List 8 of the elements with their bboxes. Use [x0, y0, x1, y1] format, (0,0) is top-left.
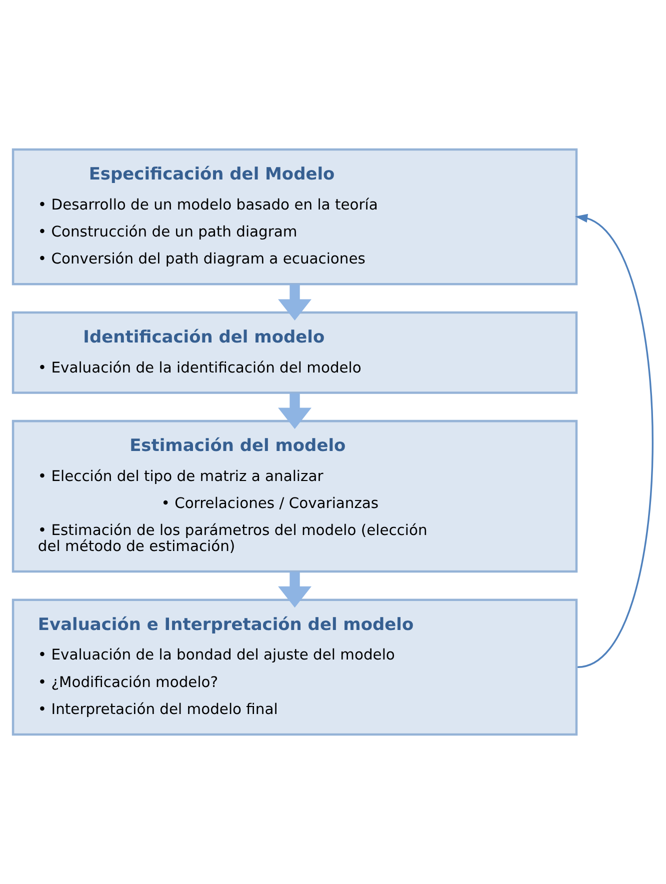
arrow	[278, 393, 312, 430]
arrow	[278, 572, 312, 608]
node-box: Evaluación e Interpretación del modelo • Evaluación de la bondad del ajuste del modelo • ¿Modificación modelo? • Interpretación del modelo final	[12, 598, 578, 736]
node-box: Identificación del modelo • Evaluación de la identificación del modelo	[12, 311, 578, 394]
arrow	[575, 214, 654, 668]
arrow	[278, 284, 312, 320]
node-box: Especificación del Modelo • Desarrollo de un modelo basado en la teoría • Construcción de un path diagram • Conversión del path diagram a ecuaciones	[12, 148, 578, 286]
node-box: Estimación del modelo • Elección del tipo de matriz a analizar • Correlaciones / Covarianzas • Estimación de los parámetros del modelo (elección del método de estimación)	[12, 420, 578, 573]
